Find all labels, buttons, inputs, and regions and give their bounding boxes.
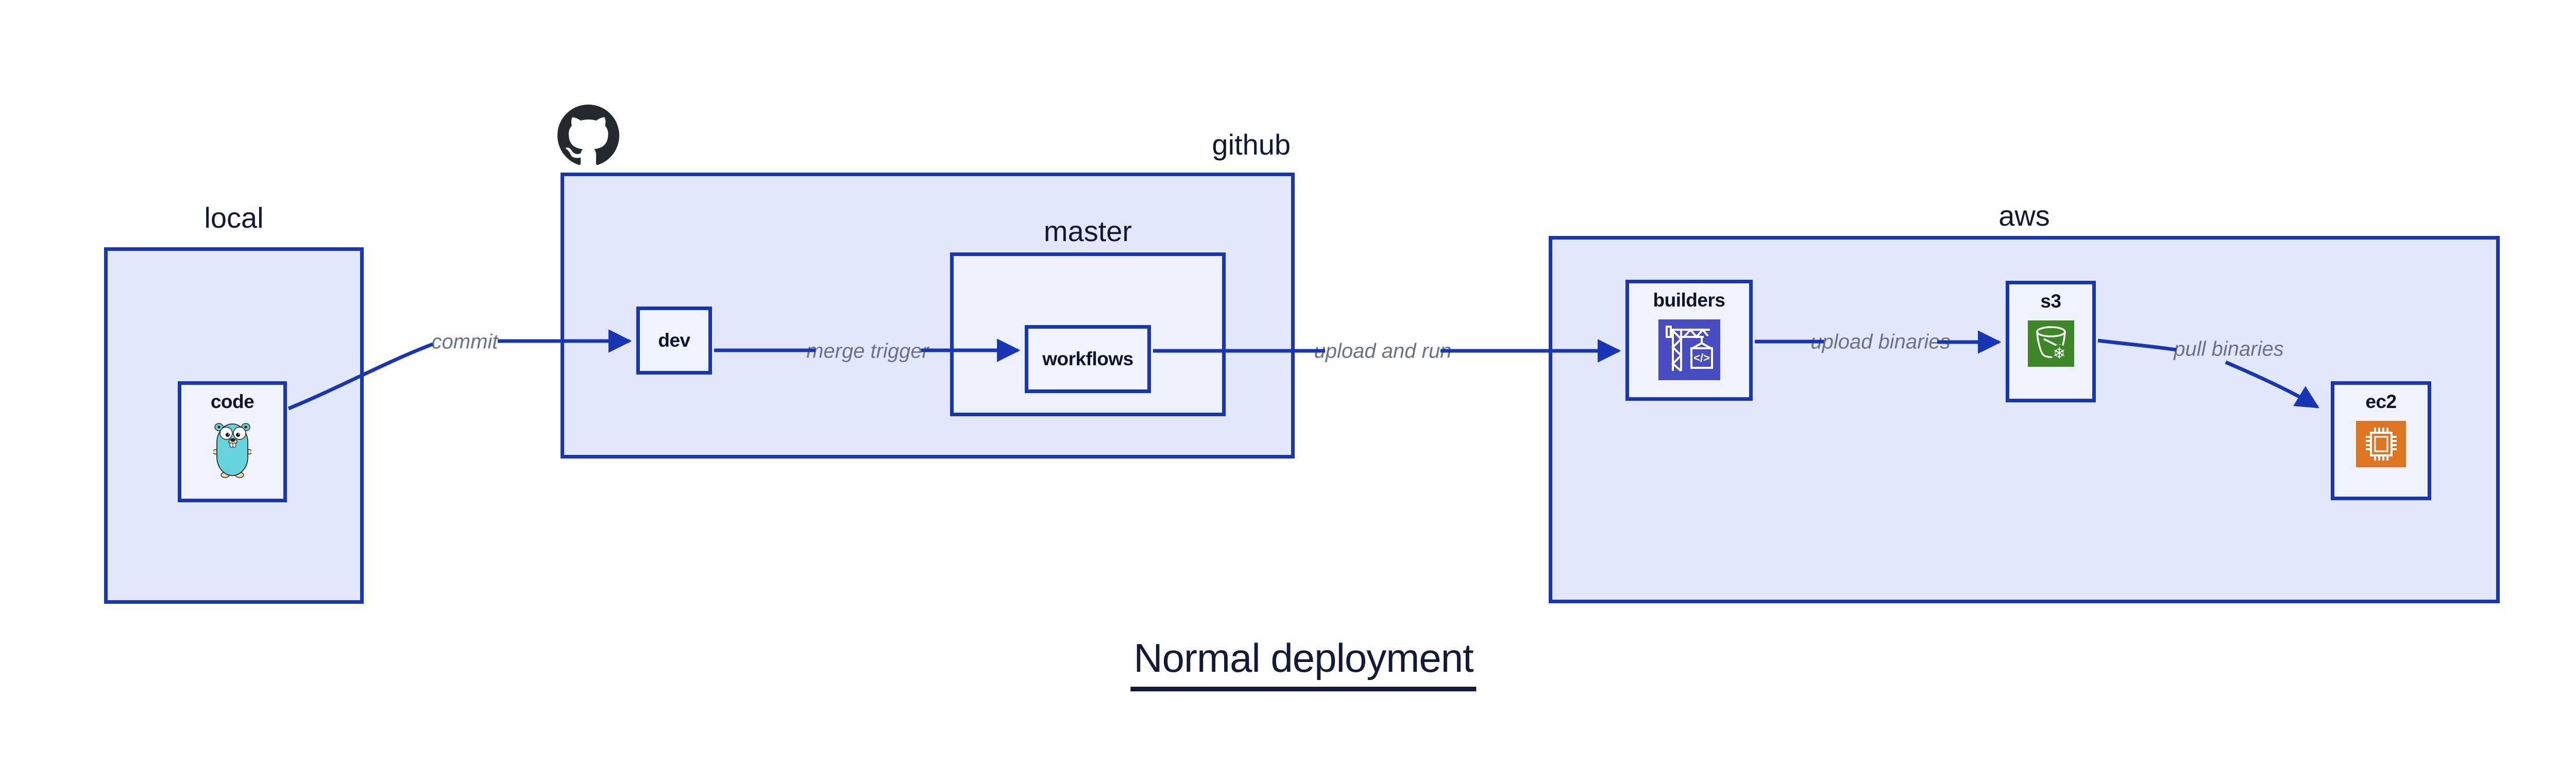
edge-label-upload-binaries: upload binaries [1810, 330, 1951, 353]
node-label-workflows: workflows [1042, 348, 1133, 369]
node-s3: s3 ❄ [2006, 281, 2096, 402]
s3-bucket-icon: ❄ [2027, 320, 2074, 367]
svg-text:</>: </> [1693, 351, 1710, 364]
edge-label-pull-binaries: pull binaries [2174, 337, 2284, 361]
edge-label-upload-and-run: upload and run [1314, 339, 1452, 363]
node-workflows: workflows [1025, 325, 1151, 393]
ec2-chip-icon [2356, 421, 2406, 468]
github-octocat-icon [557, 105, 619, 165]
group-label-github: github [1212, 128, 1291, 161]
diagram-title: Normal deployment [1130, 635, 1477, 691]
node-ec2: ec2 [2331, 381, 2431, 500]
edge-label-merge-trigger: merge trigger [806, 339, 929, 363]
svg-text:❄: ❄ [2053, 345, 2065, 363]
node-label-s3: s3 [2040, 291, 2061, 312]
go-gopher-icon [213, 423, 251, 478]
edge-label-commit: commit [431, 330, 498, 353]
node-dev: dev [636, 307, 712, 375]
node-code: code [178, 381, 287, 502]
codebuild-crane-icon: </> [1658, 319, 1720, 381]
group-label-master: master [1043, 215, 1132, 247]
node-label-dev: dev [658, 329, 690, 351]
node-builders: builders </> [1625, 280, 1753, 401]
node-label-builders: builders [1653, 290, 1725, 311]
group-label-aws: aws [1998, 199, 2050, 232]
group-label-local: local [204, 201, 264, 234]
node-label-code: code [210, 391, 255, 412]
node-label-ec2: ec2 [2365, 391, 2397, 412]
